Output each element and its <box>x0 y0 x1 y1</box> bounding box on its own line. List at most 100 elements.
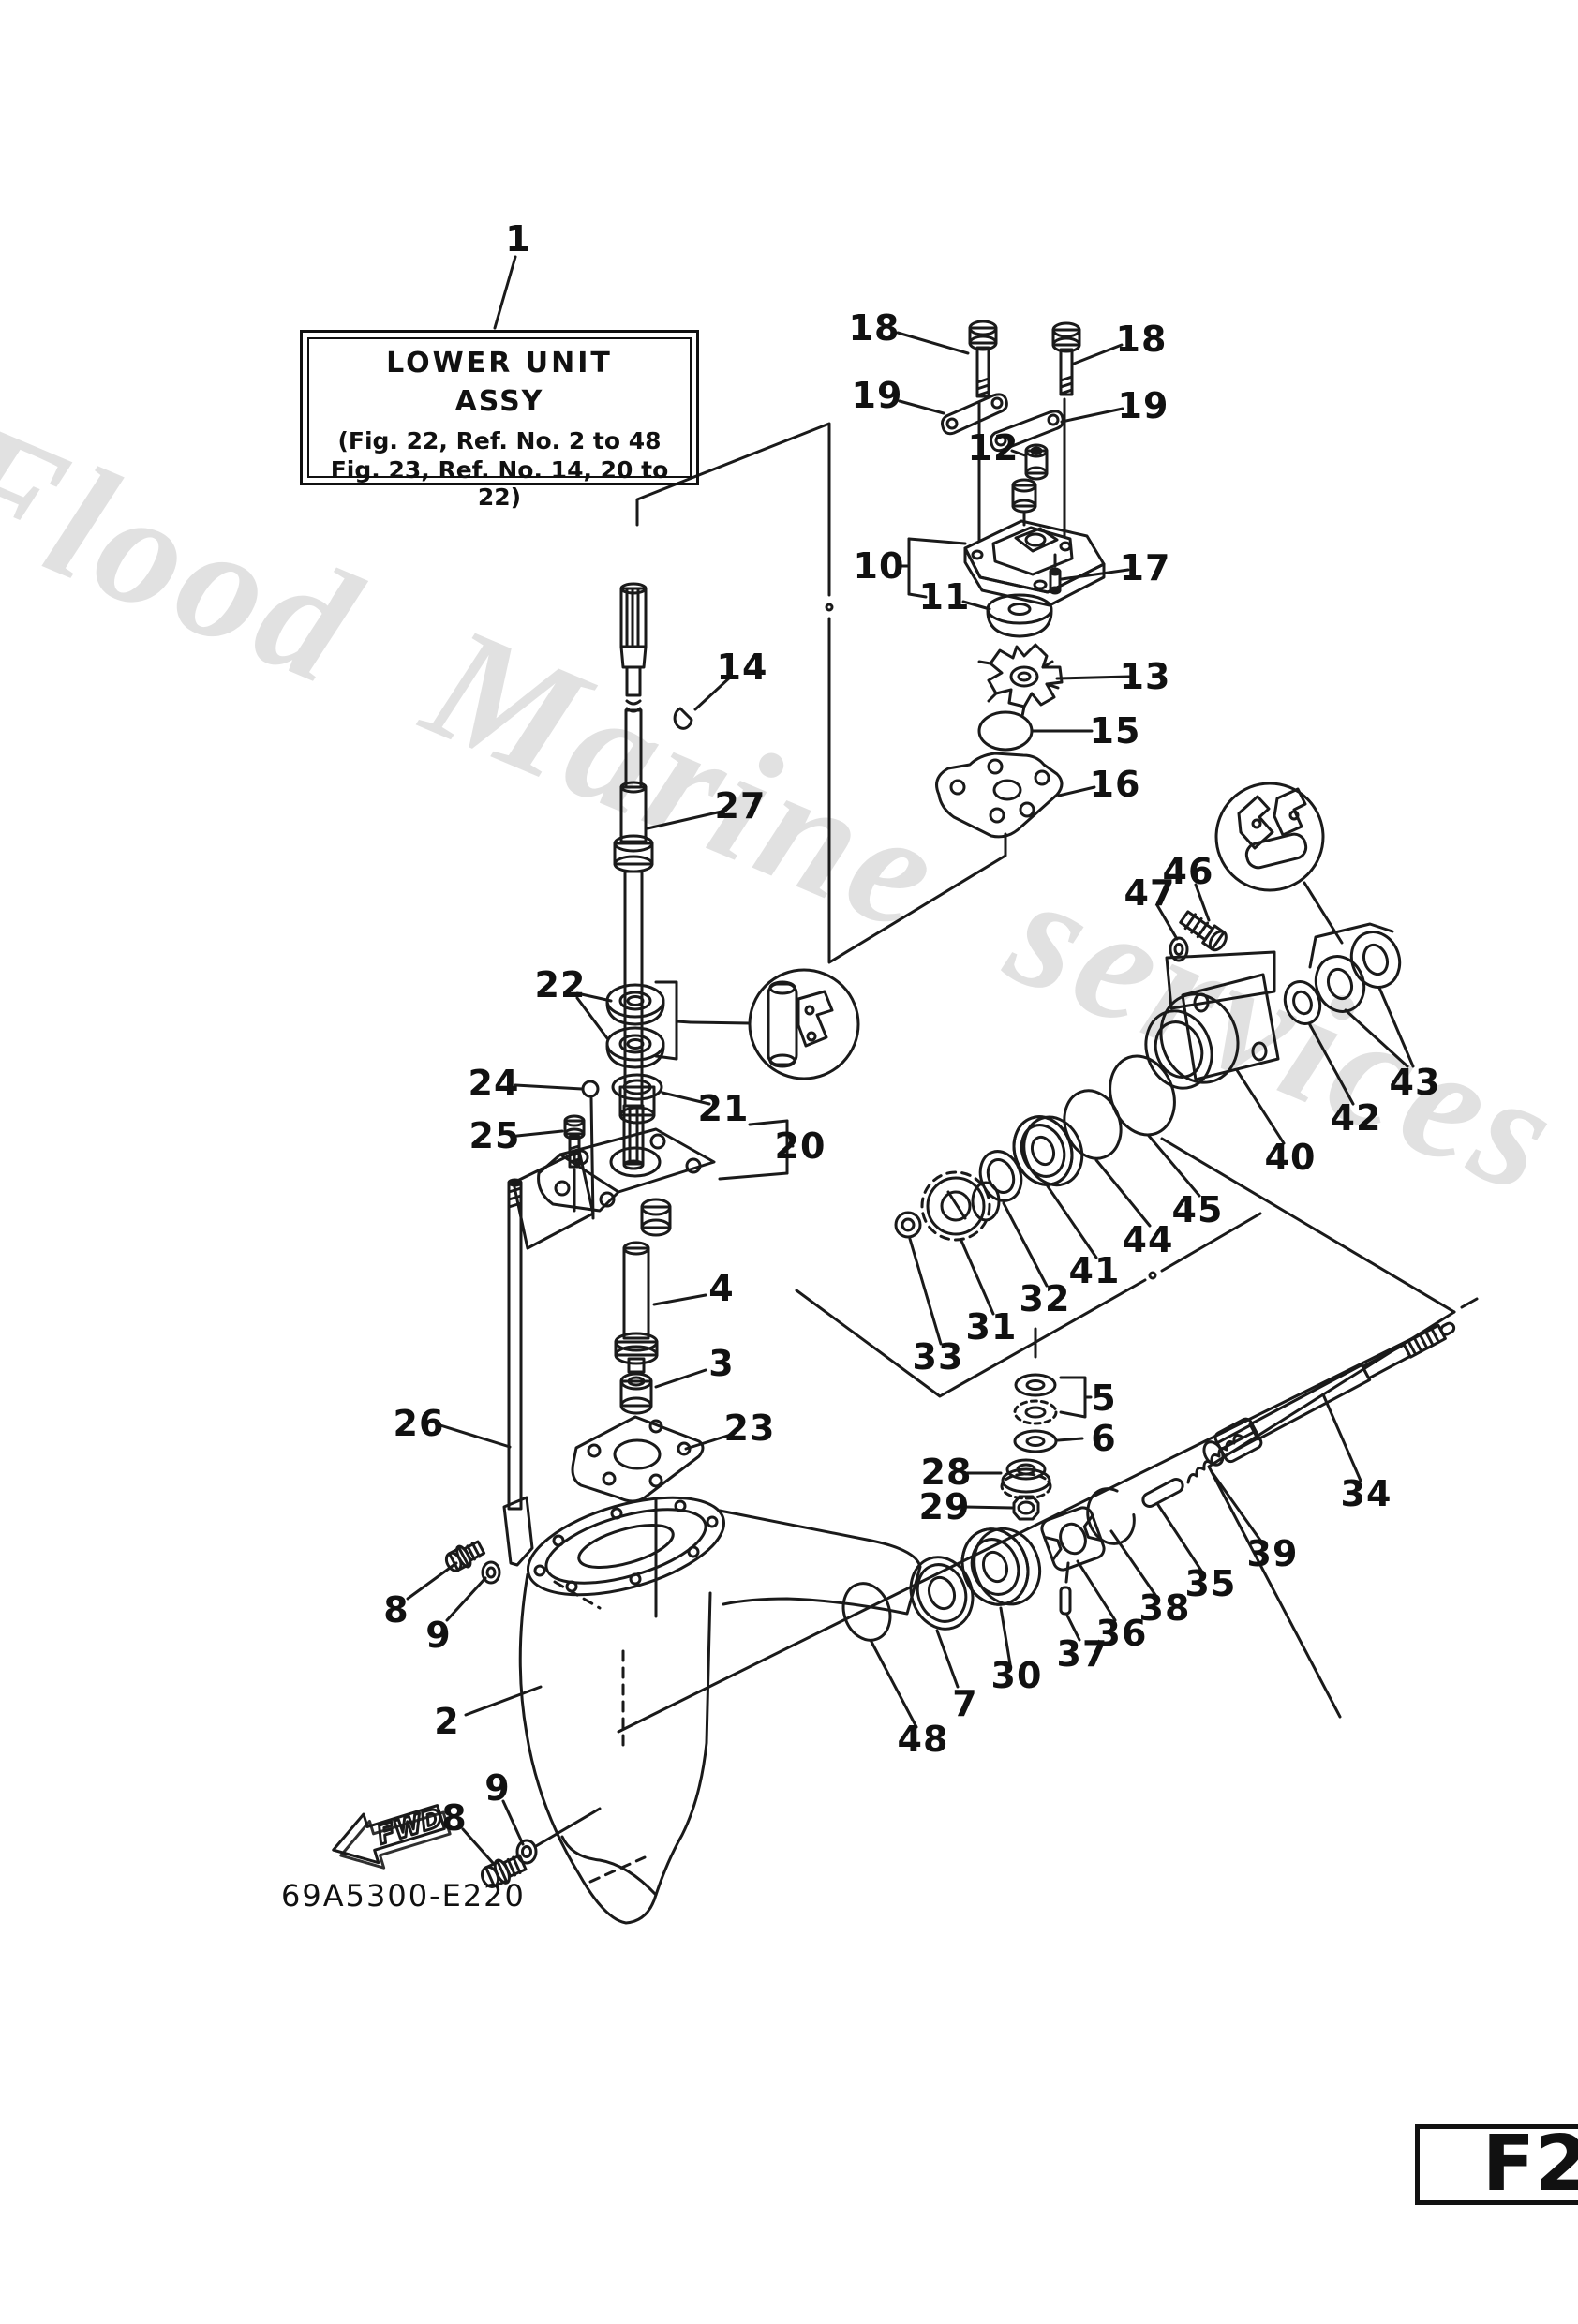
callout-7: 7 <box>952 1683 978 1724</box>
detail-circle-clip <box>1214 782 1344 945</box>
callout-11: 11 <box>918 576 971 618</box>
bearing-43-outer <box>1349 931 1402 989</box>
callout-47: 47 <box>1124 872 1176 914</box>
callout-32: 32 <box>1019 1278 1071 1319</box>
pump-base-group <box>537 1073 716 1237</box>
callout-26: 26 <box>393 1403 445 1444</box>
oil-seal-7 <box>909 1556 975 1631</box>
assembly-title-box: LOWER UNIT ASSY (Fig. 22, Ref. No. 2 to … <box>300 330 699 511</box>
washer-9-lower <box>515 1807 602 1865</box>
callout-1: 1 <box>505 218 531 260</box>
callout-18-left: 18 <box>848 307 901 349</box>
gasket-16 <box>935 752 1064 839</box>
washer-47 <box>1169 936 1189 962</box>
callout-27: 27 <box>714 785 767 827</box>
callout-21: 21 <box>697 1088 750 1129</box>
callout-28: 28 <box>920 1452 973 1493</box>
construction-lines <box>512 422 1479 1734</box>
nut-29 <box>1012 1495 1040 1521</box>
bolt-46 <box>1179 910 1228 952</box>
washer-33 <box>894 1211 922 1239</box>
callout-46: 46 <box>1162 851 1214 892</box>
bearing-carrier-group <box>1144 782 1402 1090</box>
callout-13: 13 <box>1119 656 1171 697</box>
title-line-2: ASSY <box>454 385 544 418</box>
callout-39: 39 <box>1246 1533 1299 1574</box>
callout-20: 20 <box>774 1125 826 1167</box>
prop-shaft-group <box>841 1321 1456 1642</box>
driveshaft-27 <box>613 582 654 1170</box>
callout-9-lower: 9 <box>484 1767 511 1809</box>
callout-43: 43 <box>1389 1062 1441 1103</box>
detail-circle-bearing-clip <box>748 968 860 1080</box>
callout-45: 45 <box>1171 1189 1224 1230</box>
ball-bearing-30 <box>960 1527 1042 1606</box>
reverse-gear-28 <box>1000 1458 1052 1500</box>
callout-12: 12 <box>967 427 1020 469</box>
callout-18-right: 18 <box>1115 319 1168 360</box>
leader-part-1 <box>493 255 517 330</box>
bearing-22-group <box>605 968 860 1080</box>
driveshaft-sleeve-4 <box>614 1241 659 1374</box>
washer-32 <box>978 1150 1023 1202</box>
callout-23: 23 <box>723 1408 776 1449</box>
callout-41: 41 <box>1068 1250 1121 1291</box>
bearing-22-upper <box>605 983 665 1026</box>
callout-37: 37 <box>1056 1633 1109 1675</box>
washer-9-upper <box>481 1560 501 1585</box>
callout-16: 16 <box>1089 764 1141 805</box>
callout-31: 31 <box>965 1306 1018 1348</box>
callout-5: 5 <box>1091 1378 1117 1419</box>
impeller-13 <box>977 643 1064 718</box>
pump-body-10 <box>963 519 1106 607</box>
callout-3: 3 <box>708 1343 735 1384</box>
bolt-18-left <box>968 320 998 398</box>
title-line-4: Fig. 23, Ref. No. 14, 20 to 22) <box>330 456 669 511</box>
page-code-box: F2 <box>1415 2124 1578 2205</box>
callout-40: 40 <box>1264 1137 1317 1178</box>
bolt-8-upper <box>444 1540 486 1572</box>
o-ring-48 <box>841 1582 892 1642</box>
propeller-shaft-34 <box>1202 1321 1456 1467</box>
callout-36: 36 <box>1095 1613 1148 1654</box>
gear-case-housing-2 <box>518 1496 922 1925</box>
bearing-43-inner <box>1314 955 1366 1013</box>
callout-15: 15 <box>1089 710 1141 752</box>
callout-22: 22 <box>534 964 587 1006</box>
callout-34: 34 <box>1340 1473 1392 1514</box>
leader-lines <box>406 331 1415 1865</box>
callout-30: 30 <box>990 1655 1043 1696</box>
callout-19-left: 19 <box>851 375 903 416</box>
pinion-group <box>894 1054 1176 1453</box>
thrust-set-5 <box>1013 1327 1093 1425</box>
assembly-title-box-inner: LOWER UNIT ASSY (Fig. 22, Ref. No. 2 to … <box>307 337 692 511</box>
shift-rod-26 <box>502 1178 534 1567</box>
bushing-12 <box>1024 443 1049 481</box>
callout-17: 17 <box>1119 547 1171 588</box>
spacer-3 <box>619 1372 653 1415</box>
callout-8-lower: 8 <box>441 1797 468 1839</box>
callout-6: 6 <box>1091 1418 1117 1459</box>
shift-plunger-35 <box>1141 1477 1184 1509</box>
pin-37 <box>1059 1561 1072 1616</box>
circlip-38 <box>1086 1487 1136 1545</box>
callout-38: 38 <box>1139 1587 1191 1629</box>
page-code: F2 <box>1481 2120 1578 2209</box>
pin-17 <box>1049 553 1062 595</box>
callout-48: 48 <box>897 1719 949 1760</box>
callout-8-upper: 8 <box>383 1589 409 1631</box>
callout-2: 2 <box>434 1701 460 1742</box>
callout-10: 10 <box>853 545 905 587</box>
washer-6 <box>1013 1429 1058 1453</box>
link-plate-19-left <box>941 393 1008 436</box>
link-plate-19-right <box>990 410 1064 453</box>
callout-4: 4 <box>708 1268 735 1309</box>
callout-9-upper: 9 <box>425 1615 452 1656</box>
callout-35: 35 <box>1184 1563 1237 1604</box>
bushing-21 <box>611 1073 663 1125</box>
callout-25: 25 <box>469 1115 521 1156</box>
drawing-code: 69A5300-E220 <box>281 1878 526 1914</box>
title-line-1: LOWER UNIT <box>386 347 613 380</box>
